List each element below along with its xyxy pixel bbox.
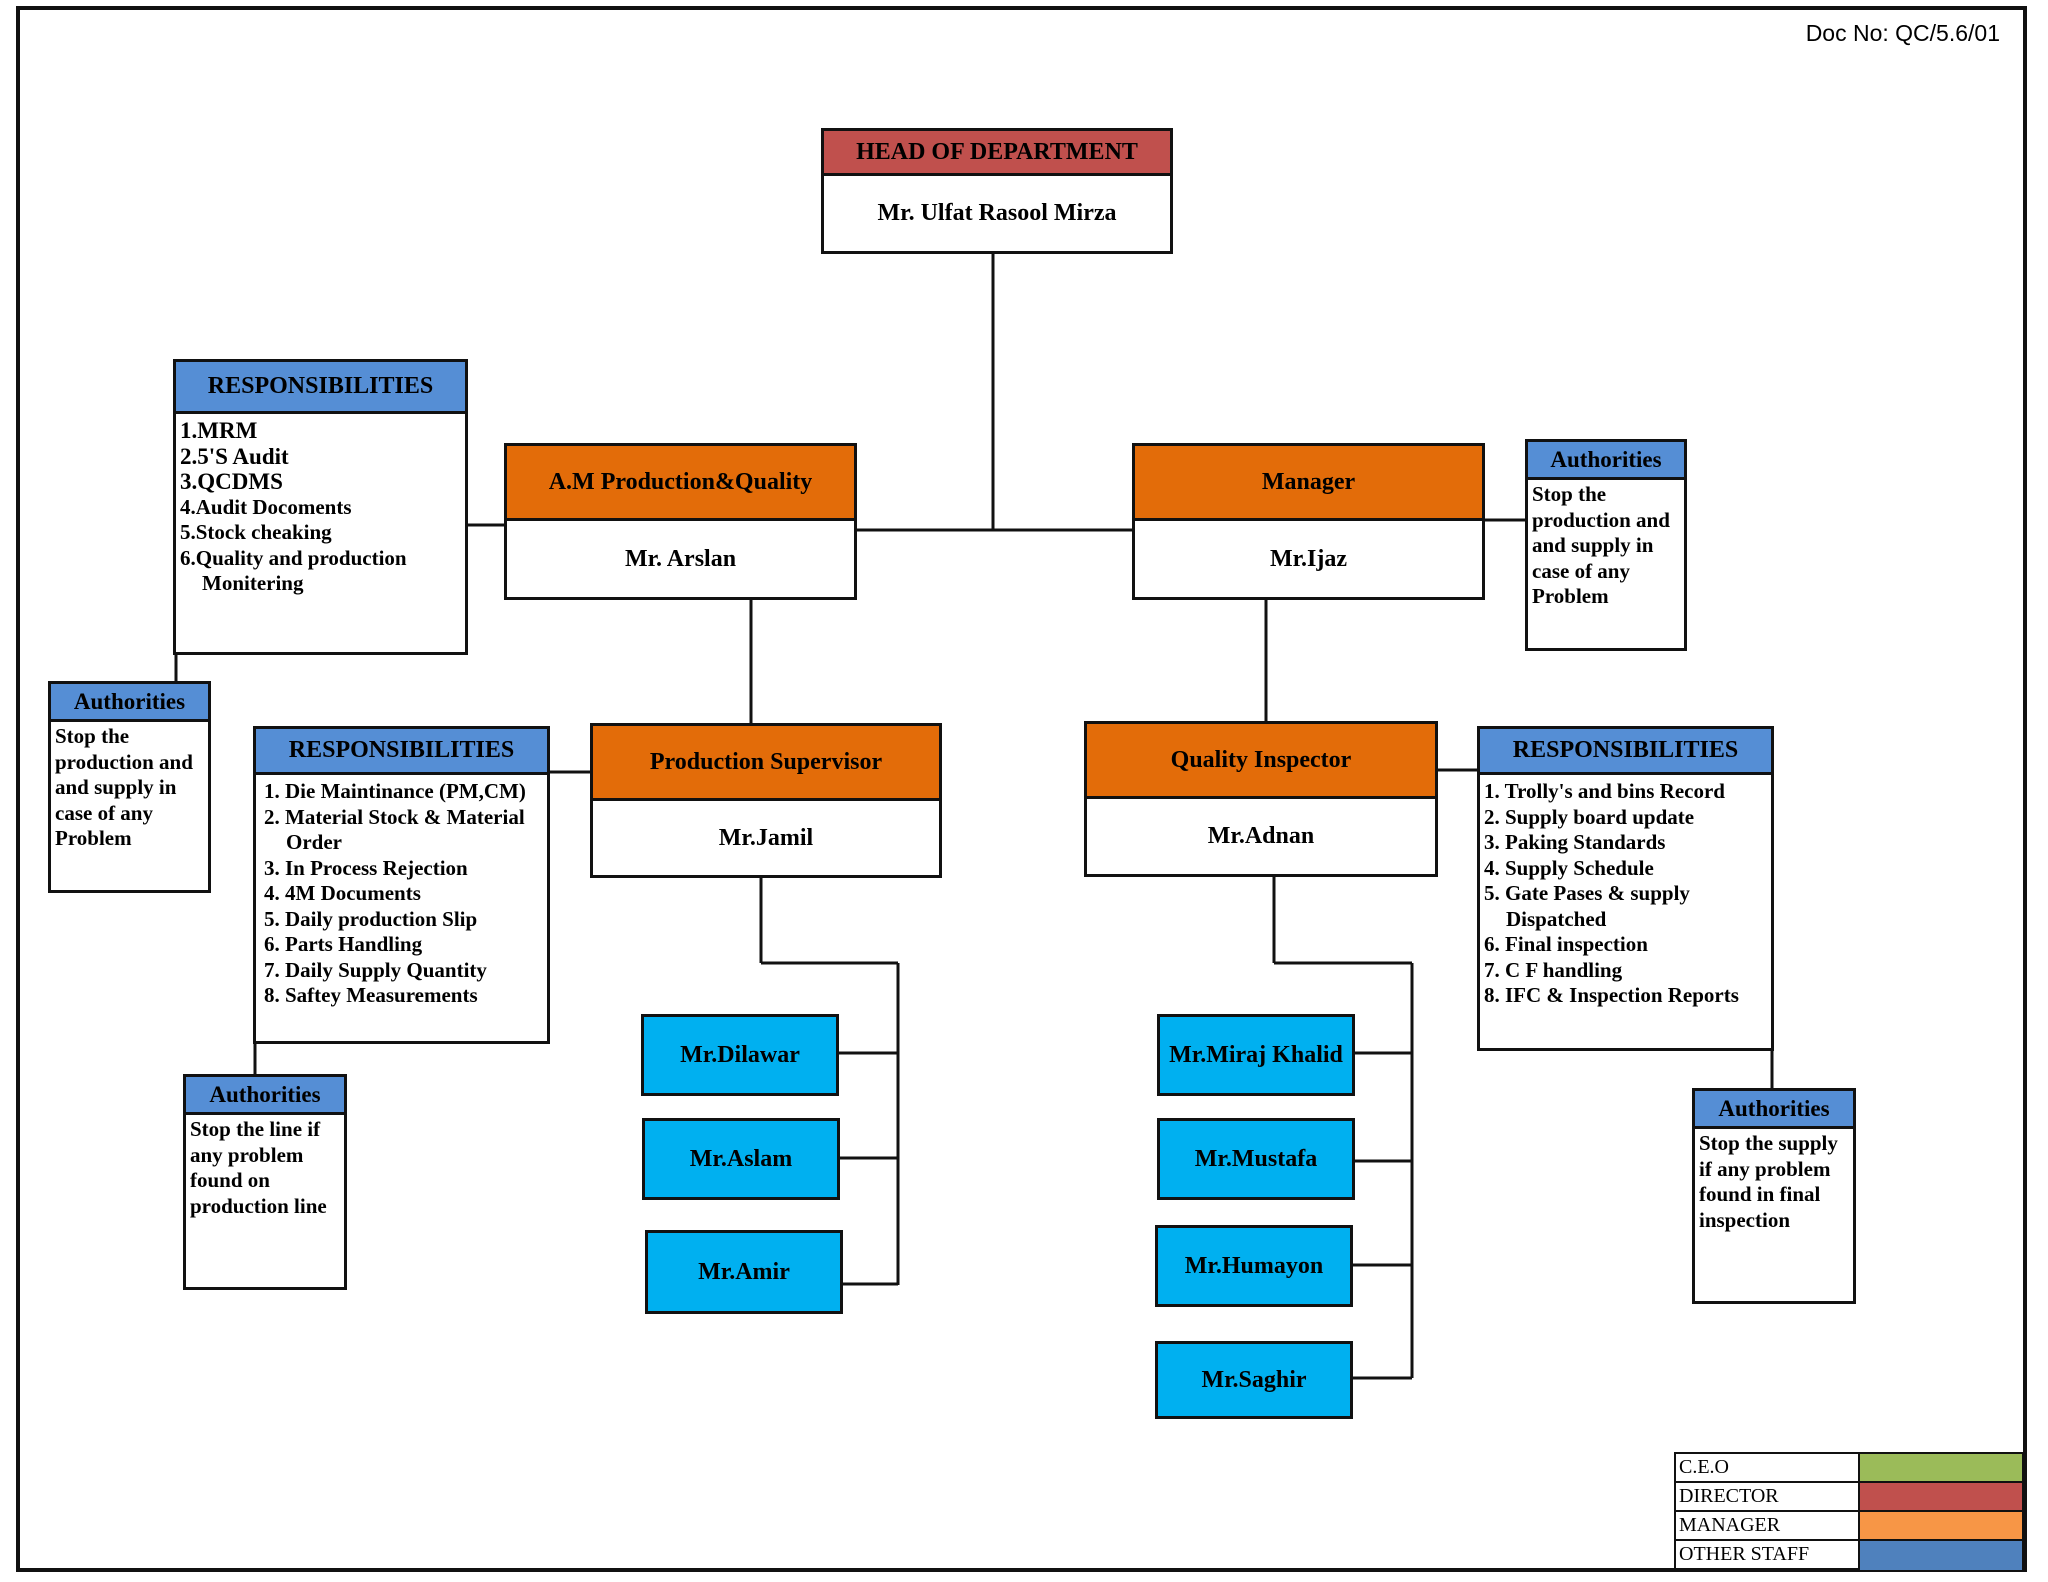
supervisor-responsibilities-list: 1. Die Maintinance (PM,CM) 2. Material S… [264,779,543,1009]
legend-row: DIRECTOR [1676,1483,2022,1512]
legend-label: DIRECTOR [1676,1483,1860,1510]
supervisor-responsibilities-box: RESPONSIBILITIES 1. Die Maintinance (PM,… [253,726,550,1044]
legend-label: MANAGER [1676,1512,1860,1539]
list-item: 1.MRM [180,418,258,443]
inspector-authorities-box: Authorities Stop the supply if any probl… [1692,1088,1856,1304]
production-supervisor-box: Production Supervisor Mr.Jamil [590,723,942,878]
manager-authorities-box: Authorities Stop the production and and … [1525,439,1687,651]
doc-number: Doc No: QC/5.6/01 [1805,20,2000,46]
legend: C.E.O DIRECTOR MANAGER OTHER STAFF [1674,1452,2024,1572]
legend-label: OTHER STAFF [1676,1541,1860,1570]
inspector-authorities-text: Stop the supply if any problem found in … [1699,1131,1838,1232]
am-authorities-title: Authorities [51,684,208,722]
manager-authorities-text: Stop the production and and supply in ca… [1532,482,1670,608]
legend-row: OTHER STAFF [1676,1541,2022,1570]
supervisor-title: Production Supervisor [593,726,939,801]
list-item: 1. Die Maintinance (PM,CM) [264,779,526,803]
list-item: 2. Supply board update [1484,804,1695,829]
inspector-title: Quality Inspector [1087,724,1435,799]
supervisor-responsibilities-title: RESPONSIBILITIES [256,729,547,775]
list-item: 8. IFC & Inspection Reports [1484,983,1739,1007]
list-item: 6.Quality and production Monitering [180,545,407,596]
legend-row: C.E.O [1676,1454,2022,1483]
list-item: 4. Supply Schedule [1484,855,1654,880]
list-item: 6. Final inspection [1484,932,1648,956]
head-title: HEAD OF DEPARTMENT [824,131,1170,176]
manager-authorities-title: Authorities [1528,442,1684,480]
list-item: 1. Trolly's and bins Record [1484,779,1725,803]
legend-label: C.E.O [1676,1454,1860,1481]
staff-box: Mr.Dilawar [641,1014,839,1096]
head-of-department-box: HEAD OF DEPARTMENT Mr. Ulfat Rasool Mirz… [821,128,1173,254]
list-item: 4.Audit Docoments [180,494,352,519]
list-item: 2. Material Stock & Material Order [264,804,525,855]
list-item: 3. In Process Rejection [264,855,468,880]
list-item: 8. Saftey Measurements [264,983,478,1007]
list-item: 5. Daily production Slip [264,906,478,931]
legend-swatch [1860,1512,2022,1539]
inspector-name: Mr.Adnan [1207,823,1315,849]
inspector-responsibilities-title: RESPONSIBILITIES [1480,729,1771,775]
list-item: 5. Gate Pases & supply Dispatched [1484,881,1690,931]
supervisor-authorities-title: Authorities [186,1077,344,1115]
legend-swatch [1860,1541,2022,1570]
list-item: 2.5'S Audit [180,443,289,469]
list-item: 4. 4M Documents [264,881,421,905]
list-item: 3. Paking Standards [1484,830,1666,854]
legend-swatch [1860,1483,2022,1510]
list-item: 6. Parts Handling [264,932,423,956]
inspector-responsibilities-box: RESPONSIBILITIES 1. Trolly's and bins Re… [1477,726,1774,1051]
supervisor-name: Mr.Jamil [718,824,814,851]
staff-box: Mr.Humayon [1155,1225,1353,1307]
am-responsibilities-list: 1.MRM 2.5'S Audit 3.QCDMS 4.Audit Docome… [180,418,461,597]
am-production-quality-box: A.M Production&Quality Mr. Arslan [504,443,857,600]
list-item: 7. C F handling [1484,957,1623,982]
head-name: Mr. Ulfat Rasool Mirza [877,200,1117,226]
am-responsibilities-title: RESPONSIBILITIES [176,362,465,414]
am-authorities-box: Authorities Stop the production and and … [48,681,211,893]
am-responsibilities-box: RESPONSIBILITIES 1.MRM 2.5'S Audit 3.QCD… [173,359,468,655]
staff-box: Mr.Aslam [642,1118,840,1200]
legend-row: MANAGER [1676,1512,2022,1541]
list-item: 7. Daily Supply Quantity [264,957,487,982]
manager-title: Manager [1135,446,1482,521]
am-name: Mr. Arslan [624,545,737,572]
staff-box: Mr.Miraj Khalid [1157,1014,1355,1096]
legend-swatch [1860,1454,2022,1481]
staff-box: Mr.Amir [645,1230,843,1314]
am-authorities-text: Stop the production and and supply in ca… [55,724,193,850]
manager-name: Mr.Ijaz [1269,545,1348,572]
inspector-authorities-title: Authorities [1695,1091,1853,1129]
supervisor-authorities-text: Stop the line if any problem found on pr… [190,1117,327,1218]
supervisor-authorities-box: Authorities Stop the line if any problem… [183,1074,347,1290]
page-frame [16,6,2027,1572]
staff-box: Mr.Mustafa [1157,1118,1355,1200]
staff-box: Mr.Saghir [1155,1341,1353,1419]
manager-box: Manager Mr.Ijaz [1132,443,1485,600]
list-item: 5.Stock cheaking [180,520,332,544]
list-item: 3.QCDMS [180,469,283,494]
inspector-responsibilities-list: 1. Trolly's and bins Record 2. Supply bo… [1484,779,1767,1009]
am-title: A.M Production&Quality [507,446,854,521]
quality-inspector-box: Quality Inspector Mr.Adnan [1084,721,1438,877]
